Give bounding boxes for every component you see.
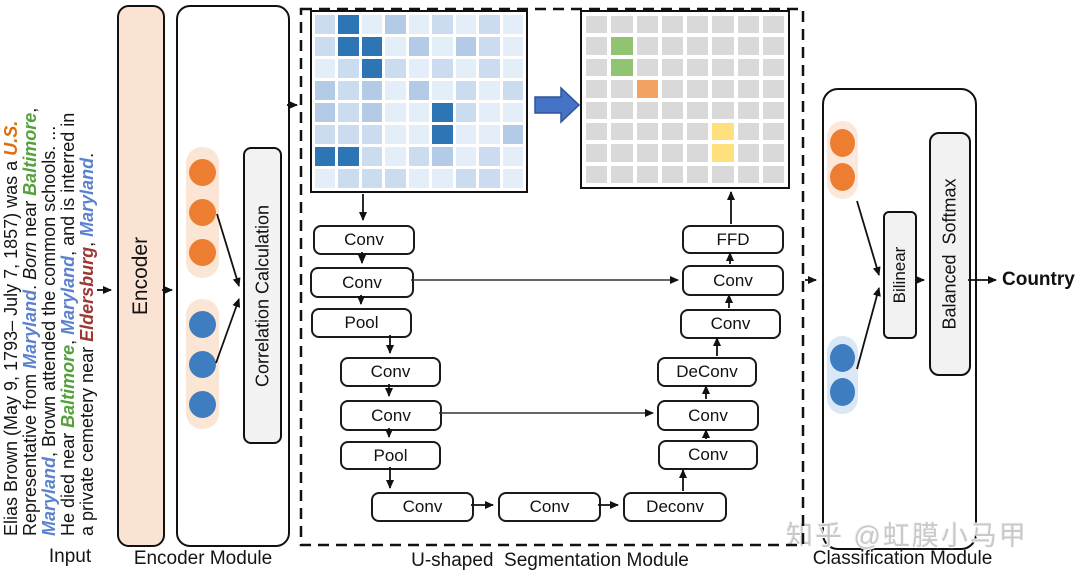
conv-label: Conv — [402, 497, 443, 516]
question-embedding-dots — [186, 147, 219, 278]
blue-dot — [189, 310, 216, 338]
pool-box-l3: Pool — [311, 308, 412, 338]
pool-label: Pool — [373, 445, 408, 465]
ffd-label: FFD — [716, 229, 750, 249]
conv-box-l2: Conv — [310, 267, 414, 298]
conv-box-b2: Conv — [498, 492, 601, 522]
deconv-label: Deconv — [646, 497, 704, 516]
conv-box-r5: Conv — [682, 265, 784, 296]
deconv-box-b3: Deconv — [623, 492, 727, 522]
bilinear-label: Bilinear — [890, 246, 909, 304]
ffd-box: FFD — [682, 225, 784, 254]
conv-box-l1: Conv — [313, 225, 415, 255]
conv-label: Conv — [688, 405, 728, 425]
conv-box-l4: Conv — [340, 357, 441, 387]
pool-box-l6: Pool — [340, 441, 441, 470]
balanced-softmax-box: Balanced Softmax — [929, 132, 971, 376]
blue-dot — [830, 344, 855, 372]
orange-dot — [189, 159, 216, 186]
balanced-softmax-label: Balanced Softmax — [939, 178, 960, 330]
blue-dot — [189, 390, 216, 418]
conv-label: Conv — [529, 497, 570, 516]
correlation-label: Correlation Calculation — [252, 204, 272, 387]
conv-box-r2: Conv — [657, 400, 759, 431]
correlation-heatmap — [310, 10, 528, 193]
input-passage: Elias Brown (May 9, 1793– July 7, 1857) … — [1, 107, 97, 536]
orange-dot — [189, 239, 216, 266]
conv-label: Conv — [371, 405, 411, 425]
correlation-calculation-box: Correlation Calculation — [243, 147, 282, 444]
u-module-caption: U-shaped Segmentation Module — [411, 550, 689, 571]
transform-block-arrow-icon — [534, 86, 581, 124]
conv-label: Conv — [342, 272, 382, 292]
blue-dot — [830, 378, 855, 406]
segmentation-heatmap — [580, 10, 790, 189]
conv-box-b1: Conv — [371, 492, 474, 522]
conv-label: Conv — [370, 362, 411, 381]
classification-orange-dots — [827, 121, 858, 199]
classification-module-caption: Classification Module — [812, 548, 993, 569]
blue-dot — [189, 350, 216, 378]
skip-connections — [411, 276, 679, 417]
conv-label: Conv — [713, 270, 753, 290]
conv-box-r1: Conv — [658, 440, 758, 470]
orange-dot — [830, 129, 855, 157]
conv-box-r4: Conv — [680, 309, 781, 339]
pool-label: Pool — [344, 313, 379, 332]
input-caption: Input — [48, 546, 92, 567]
context-embedding-dots — [186, 299, 219, 429]
encoder-module-caption: Encoder Module — [133, 548, 273, 569]
bilinear-box: Bilinear — [883, 211, 917, 339]
encoder-box: Encoder — [117, 5, 165, 547]
deconv-label: DeConv — [676, 362, 738, 381]
encoder-label: Encoder — [129, 236, 152, 316]
country-output-label: Country — [1002, 269, 1075, 290]
deconv-box-r3: DeConv — [657, 357, 757, 387]
orange-dot — [830, 163, 855, 191]
classification-blue-dots — [827, 336, 858, 414]
orange-dot — [189, 199, 216, 226]
watermark: 知乎 @虹膜小马甲 — [786, 521, 1028, 551]
conv-label: Conv — [688, 445, 728, 464]
conv-label: Conv — [710, 314, 751, 333]
input-passage-wrap: Elias Brown (May 9, 1793– July 7, 1857) … — [1, 0, 100, 540]
conv-box-l5: Conv — [340, 400, 442, 431]
conv-label: Conv — [344, 230, 384, 249]
